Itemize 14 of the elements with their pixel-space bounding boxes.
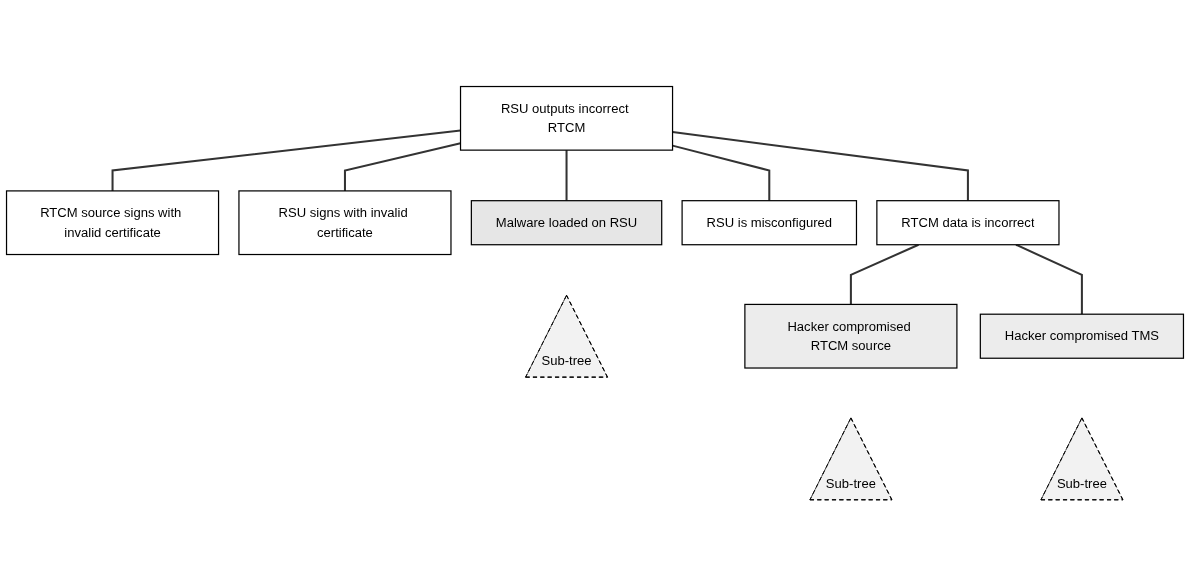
connector <box>849 244 919 305</box>
connector <box>565 150 568 202</box>
node-box: RSU outputs incorrect RTCM <box>459 86 674 152</box>
connector <box>672 144 771 202</box>
connector <box>111 129 461 192</box>
node-box: RSU signs with invalid certificate <box>238 190 452 256</box>
node-box: Hacker compromised TMS <box>979 313 1185 360</box>
node-box: RTCM source signs with invalid certificate <box>5 190 220 256</box>
connector <box>343 142 461 192</box>
node-box: RSU is misconfigured <box>681 200 858 246</box>
node-box: Hacker compromised RTCM source <box>744 304 958 369</box>
node-box: RTCM data is incorrect <box>876 200 1060 246</box>
node-box: Malware loaded on RSU <box>470 200 663 246</box>
connector <box>672 131 969 202</box>
